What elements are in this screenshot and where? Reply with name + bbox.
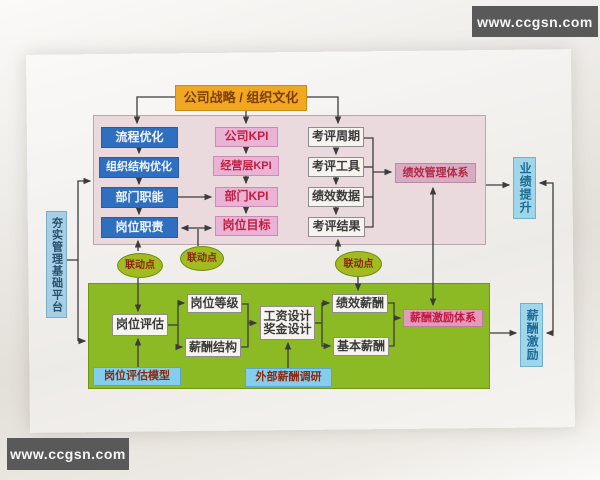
- node-performance-management-system: 绩效管理体系: [395, 163, 476, 183]
- linkage-point-oval-2: 联动点: [180, 246, 224, 271]
- node-base-pay: 基本薪酬: [333, 337, 389, 356]
- node-management-level-kpi: 经营层KPI: [213, 156, 279, 176]
- node-review-tool: 考评工具: [308, 157, 364, 177]
- node-department-function: 部门职能: [101, 187, 178, 208]
- node-org-structure-optimization: 组织结构优化: [99, 157, 179, 178]
- node-performance-data: 绩效数据: [308, 187, 364, 207]
- linkage-point-oval-3: 联动点: [335, 251, 382, 277]
- watermark-bottom-left: www.ccgsn.com: [7, 438, 129, 470]
- bonus-design-label: 奖金设计: [263, 322, 312, 336]
- node-job-duty: 岗位职责: [101, 217, 178, 238]
- node-job-grade: 岗位等级: [187, 294, 242, 313]
- linkage-point-oval-1: 联动点: [117, 253, 163, 278]
- watermark-top-right: www.ccgsn.com: [472, 6, 598, 37]
- node-company-kpi: 公司KPI: [215, 127, 278, 147]
- node-review-result: 考评结果: [308, 217, 365, 237]
- node-job-evaluation-model: 岗位评估模型: [93, 367, 181, 386]
- node-performance-improvement: 业绩提升: [513, 157, 536, 219]
- node-job-target: 岗位目标: [215, 216, 278, 236]
- wage-design-label: 工资设计: [263, 308, 312, 323]
- node-review-cycle: 考评周期: [308, 127, 364, 147]
- node-management-platform: 夯实管理基础平台: [46, 211, 67, 318]
- node-wage-bonus-design: 工资设计 奖金设计: [260, 306, 315, 340]
- node-external-salary-survey: 外部薪酬调研: [245, 368, 332, 387]
- node-department-kpi: 部门KPI: [215, 187, 278, 207]
- node-process-optimization: 流程优化: [101, 127, 178, 148]
- node-pay-incentive-system: 薪酬激励体系: [403, 309, 483, 327]
- node-job-evaluation: 岗位评估: [112, 314, 168, 336]
- node-company-strategy: 公司战略 / 组织文化: [175, 85, 307, 111]
- node-pay-incentive: 薪酬激励: [520, 303, 543, 367]
- node-performance-pay: 绩效薪酬: [332, 294, 388, 313]
- node-salary-structure: 薪酬结构: [185, 338, 241, 357]
